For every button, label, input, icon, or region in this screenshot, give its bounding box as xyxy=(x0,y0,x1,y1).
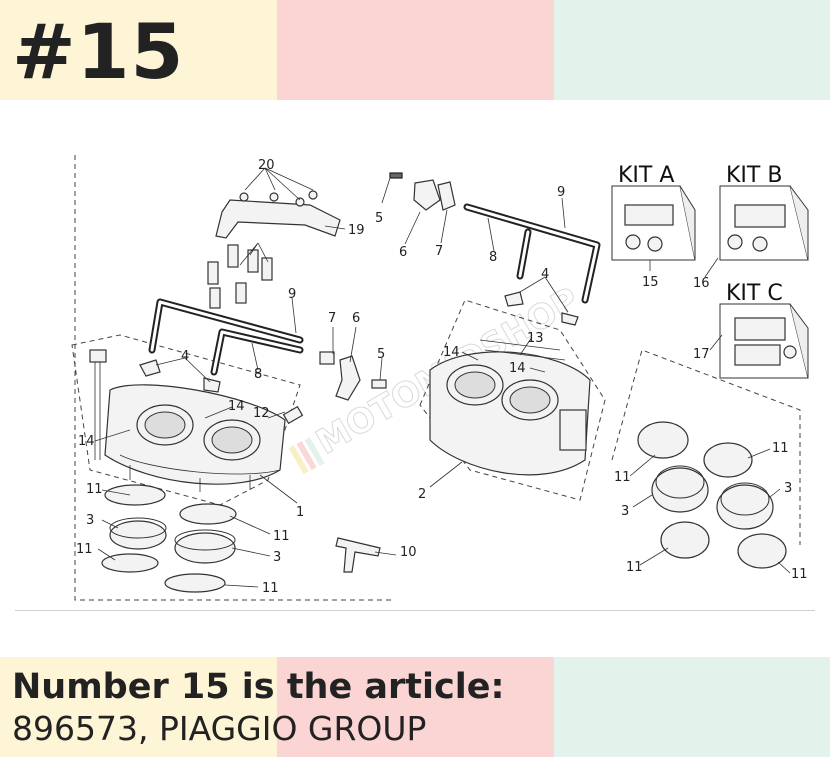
divider xyxy=(15,610,815,611)
callout-14-c: 14 xyxy=(443,345,460,360)
footer-band-green xyxy=(554,657,830,757)
left-throttle-body xyxy=(71,334,301,506)
kit-c-label: KIT C xyxy=(726,281,783,306)
callout-2: 2 xyxy=(418,487,426,502)
callout-11-h: 11 xyxy=(791,567,808,582)
callout-6-right: 6 xyxy=(399,245,407,260)
callout-7-left: 7 xyxy=(328,311,336,326)
callout-4-left: 4 xyxy=(181,349,189,364)
callout-5-left: 5 xyxy=(377,347,385,362)
callout-7-right: 7 xyxy=(435,244,443,259)
diagram-frame xyxy=(74,155,395,601)
callout-11-a: 11 xyxy=(86,482,103,497)
kit-a-box: KIT A xyxy=(611,163,696,261)
small-parts xyxy=(139,172,579,573)
leader-lines xyxy=(94,167,791,588)
callout-6-left: 6 xyxy=(352,311,360,326)
callout-1: 1 xyxy=(296,505,304,520)
callout-11-c: 11 xyxy=(273,529,290,544)
header-band-pink xyxy=(277,0,554,100)
page-title: #15 xyxy=(12,7,185,96)
callout-3-b: 3 xyxy=(273,550,281,565)
callout-13: 13 xyxy=(527,331,544,346)
callout-11-e: 11 xyxy=(614,470,631,485)
callout-18: 20 xyxy=(258,158,275,173)
callout-14-d: 14 xyxy=(509,361,526,376)
callout-9-right: 9 xyxy=(557,185,565,200)
right-throttle-body xyxy=(419,299,606,501)
callout-14-a: 14 xyxy=(228,399,245,414)
callout-3-a: 3 xyxy=(86,513,94,528)
callout-17: 17 xyxy=(693,347,710,362)
callout-12: 12 xyxy=(253,406,270,421)
parts-diagram: MOTOMIDSHOP xyxy=(71,155,809,601)
fuel-hose-left xyxy=(148,298,304,376)
left-clamps-and-manifolds xyxy=(101,484,237,593)
caption-article: 896573, PIAGGIO GROUP xyxy=(12,709,427,748)
callout-19: 19 xyxy=(348,223,365,238)
kit-a-label: KIT A xyxy=(618,163,674,188)
fuel-rail xyxy=(207,190,341,309)
kit-b-label: KIT B xyxy=(726,163,782,188)
callout-10: 10 xyxy=(400,545,417,560)
callout-15: 15 xyxy=(642,275,659,290)
callout-14-b: 14 xyxy=(78,434,95,449)
header-band-green xyxy=(554,0,830,100)
callout-11-g: 11 xyxy=(772,441,789,456)
callout-3-c: 3 xyxy=(621,504,629,519)
callout-8-right: 8 xyxy=(489,250,497,265)
callout-11-d: 11 xyxy=(262,581,279,596)
callout-numbers: 20 19 9 4 8 7 6 5 14 12 14 1 5 6 7 8 9 4… xyxy=(76,158,808,596)
callout-8-left: 8 xyxy=(254,367,262,382)
callout-9-left: 9 xyxy=(288,287,296,302)
footer-band-yellow xyxy=(0,657,277,757)
fuel-hose-right xyxy=(463,203,601,304)
right-clamps-and-manifolds xyxy=(611,349,801,569)
callout-16: 16 xyxy=(693,276,710,291)
callout-3-d: 3 xyxy=(784,481,792,496)
callout-5-right: 5 xyxy=(375,211,383,226)
kit-b-box: KIT B xyxy=(719,163,809,261)
callout-4-right: 4 xyxy=(541,267,549,282)
injectors xyxy=(207,244,273,309)
callout-11-f: 11 xyxy=(626,560,643,575)
callout-11-b: 11 xyxy=(76,542,93,557)
header-band-yellow xyxy=(0,0,277,100)
footer-band-pink xyxy=(277,657,554,757)
caption-heading: Number 15 is the article: xyxy=(12,667,505,707)
kit-c-box: KIT C xyxy=(719,281,809,379)
